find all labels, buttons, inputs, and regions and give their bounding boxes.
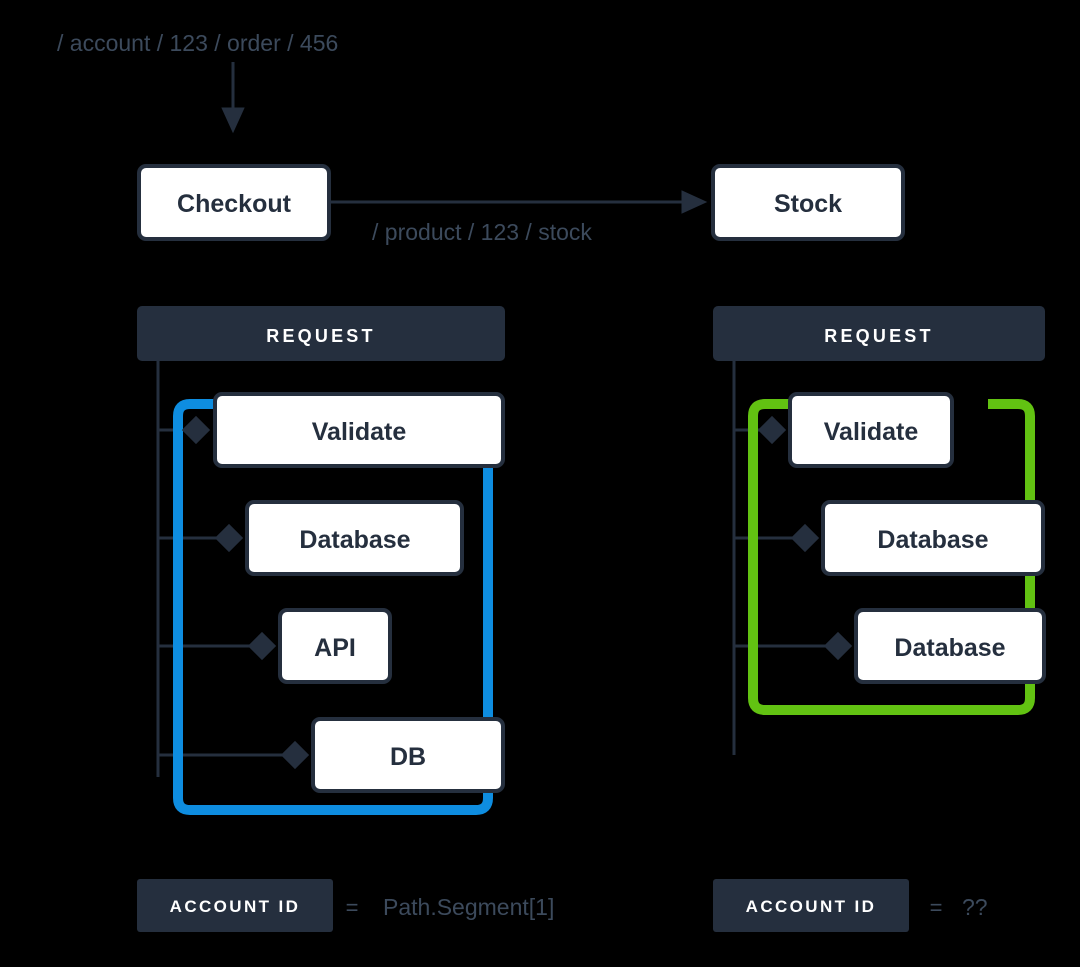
left-request-header-shape	[137, 306, 505, 361]
stock-box-shape	[711, 164, 905, 241]
api-box-shape	[278, 608, 392, 684]
right-trace-header[interactable]: REQUEST	[713, 306, 1045, 361]
span-box-validate-left[interactable]: Validate	[213, 392, 505, 468]
diamond-icon-3	[247, 631, 277, 661]
db-box-shape	[311, 717, 505, 793]
green-trace-path	[748, 399, 1035, 715]
right-trace-highlight	[748, 399, 1035, 715]
account-id-value-left: Path.Segment[1]	[383, 894, 554, 920]
service-box-stock[interactable]: Stock	[711, 164, 905, 241]
diamond-icon-r2	[790, 523, 820, 553]
right-request-header-shape	[713, 306, 1045, 361]
validate-label-right: Validate	[824, 418, 919, 446]
validate-box-shape-right	[788, 392, 954, 468]
checkout-label: Checkout	[177, 190, 292, 218]
diamond-icon-2	[214, 523, 244, 553]
left-trace-diamonds	[181, 415, 310, 770]
right-attribute-row: ACCOUNT ID = ??	[713, 879, 988, 932]
database-box-shape-right-1	[821, 500, 1045, 576]
checkout-box-shape	[137, 164, 331, 241]
validate-label: Validate	[312, 418, 407, 446]
span-box-validate-right[interactable]: Validate	[788, 392, 954, 468]
db-label: DB	[390, 743, 426, 771]
diamond-icon-r3	[823, 631, 853, 661]
database-box-shape-right-2	[854, 608, 1046, 684]
span-box-database-right-2[interactable]: Database	[854, 608, 1046, 684]
database-label-right-2: Database	[894, 634, 1005, 662]
incoming-path-label: / account / 123 / order / 456	[57, 30, 338, 56]
left-attribute-row: ACCOUNT ID = Path.Segment[1]	[137, 879, 554, 932]
span-box-api-left[interactable]: API	[278, 608, 392, 684]
right-request-header-label: REQUEST	[824, 326, 933, 346]
span-box-db-left[interactable]: DB	[311, 717, 505, 793]
blue-trace-path	[173, 399, 493, 815]
left-trace-highlight	[173, 399, 493, 815]
left-request-header-label: REQUEST	[266, 326, 375, 346]
account-id-value-right: ??	[962, 894, 988, 920]
span-box-database-left[interactable]: Database	[245, 500, 464, 576]
database-label-right-1: Database	[877, 526, 988, 554]
database-box-shape	[245, 500, 464, 576]
diamond-icon-r1	[757, 415, 787, 445]
equals-sign-left: =	[346, 895, 359, 920]
diamond-icon-4	[280, 740, 310, 770]
validate-box-shape	[213, 392, 505, 468]
outgoing-path-label: / product / 123 / stock	[372, 219, 592, 245]
diamond-icon-1	[181, 415, 211, 445]
api-label: API	[314, 634, 356, 662]
left-trace-header[interactable]: REQUEST	[137, 306, 505, 361]
database-label: Database	[299, 526, 410, 554]
account-id-chip-label-left: ACCOUNT ID	[170, 897, 301, 916]
equals-sign-right: =	[930, 895, 943, 920]
span-box-database-right-1[interactable]: Database	[821, 500, 1045, 576]
stock-label: Stock	[774, 190, 842, 218]
account-id-chip-left[interactable]	[137, 879, 333, 932]
service-box-checkout[interactable]: Checkout	[137, 164, 331, 241]
account-id-chip-right[interactable]	[713, 879, 909, 932]
right-trace-diamonds	[757, 415, 853, 661]
account-id-chip-label-right: ACCOUNT ID	[746, 897, 877, 916]
